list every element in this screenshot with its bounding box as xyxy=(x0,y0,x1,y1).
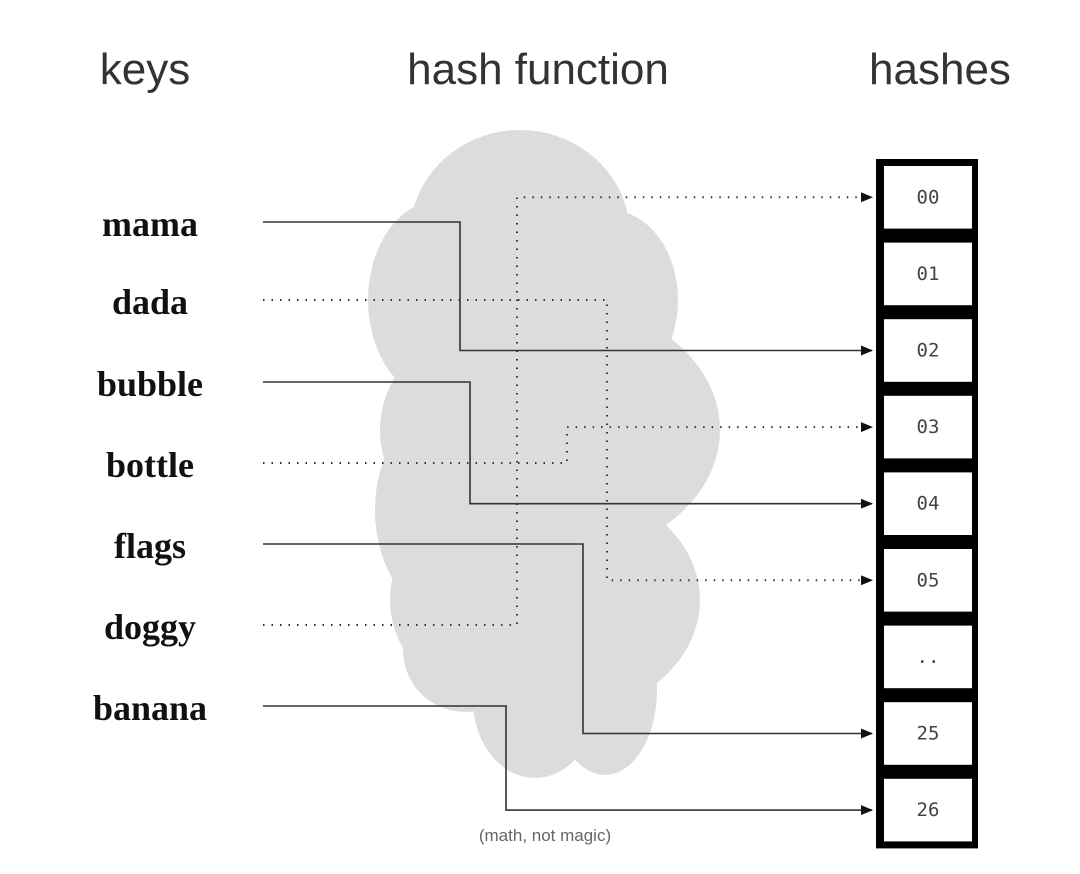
key-dada: dada xyxy=(112,282,188,322)
hash-cell xyxy=(884,778,972,842)
hash-value-26: 26 xyxy=(917,799,940,821)
link-doggy-to-00 xyxy=(263,192,873,626)
hash-cell xyxy=(884,166,972,229)
hash-function-header: hash function xyxy=(407,45,669,94)
key-flags: flags xyxy=(114,526,186,566)
hash-cell xyxy=(884,625,972,689)
link-banana-to-26 xyxy=(263,705,873,816)
hash-value-04: 04 xyxy=(917,493,940,515)
key-mama: mama xyxy=(102,204,198,244)
hash-cell xyxy=(884,319,972,382)
link-mama-to-02 xyxy=(263,221,873,356)
key-bubble: bubble xyxy=(97,364,203,404)
key-doggy: doggy xyxy=(104,607,196,647)
hash-value-02: 02 xyxy=(917,340,940,362)
hash-cell xyxy=(884,395,972,459)
hash-value-..: .. xyxy=(917,646,940,668)
keys-header: keys xyxy=(100,45,190,94)
hash-cell xyxy=(884,549,972,612)
hash-value-03: 03 xyxy=(917,416,940,438)
hash-cell xyxy=(884,472,972,535)
key-bottle: bottle xyxy=(106,445,194,485)
link-bubble-to-04 xyxy=(263,381,873,509)
hash-value-01: 01 xyxy=(917,263,940,285)
hash-table: 00 01 02 03 04 05.. 25 26 xyxy=(876,159,978,849)
hash-cell xyxy=(884,702,972,765)
caption: (math, not magic) xyxy=(479,826,611,845)
hash-value-25: 25 xyxy=(917,723,940,745)
link-flags-to-25 xyxy=(263,543,873,739)
hash-function-cloud xyxy=(368,130,720,778)
hashes-header: hashes xyxy=(869,45,1011,94)
link-dada-to-05 xyxy=(263,299,873,586)
key-banana: banana xyxy=(93,688,207,728)
hash-value-05: 05 xyxy=(917,569,940,591)
hash-value-00: 00 xyxy=(917,186,940,208)
hash-cell xyxy=(884,242,972,306)
